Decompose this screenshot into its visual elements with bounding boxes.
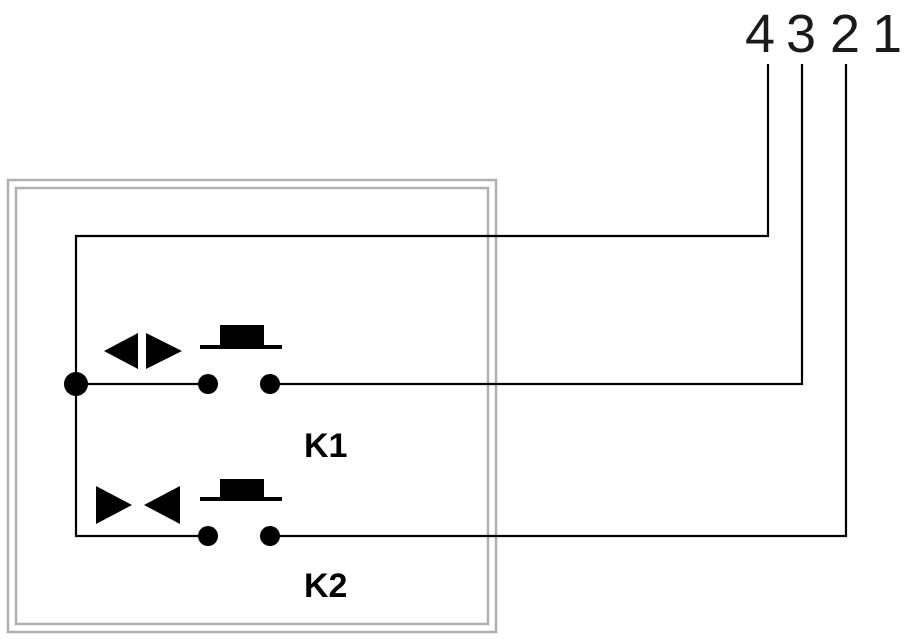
- terminal-labels: 4 3 2 1: [745, 4, 902, 64]
- switch-k2: K2: [96, 479, 347, 605]
- wires: [74, 64, 848, 538]
- inward-arrows-icon: [96, 486, 180, 524]
- terminal-1-label: 1: [872, 4, 902, 64]
- k2-pushbutton-cap: [220, 479, 264, 499]
- k1-contact-right: [260, 374, 280, 394]
- inner-frame: [14, 186, 490, 626]
- wire-terminal-2: [270, 64, 848, 538]
- outward-arrows-icon: [104, 333, 182, 369]
- terminal-4-label: 4: [745, 4, 775, 64]
- k1-label: K1: [304, 427, 347, 465]
- housing-frame: [6, 178, 498, 634]
- k1-pushbutton-cap: [220, 325, 264, 347]
- k2-label: K2: [304, 567, 347, 605]
- k2-contact-left: [198, 526, 218, 546]
- outer-frame: [6, 178, 498, 634]
- k2-contact-right: [260, 526, 280, 546]
- terminal-2-label: 2: [830, 4, 860, 64]
- k1-contact-left: [198, 374, 218, 394]
- wire-terminal-4: [74, 64, 770, 538]
- switch-k1: K1: [104, 325, 347, 465]
- wire-terminal-3: [270, 64, 804, 386]
- terminal-3-label: 3: [786, 4, 816, 64]
- junction-node: [64, 372, 88, 396]
